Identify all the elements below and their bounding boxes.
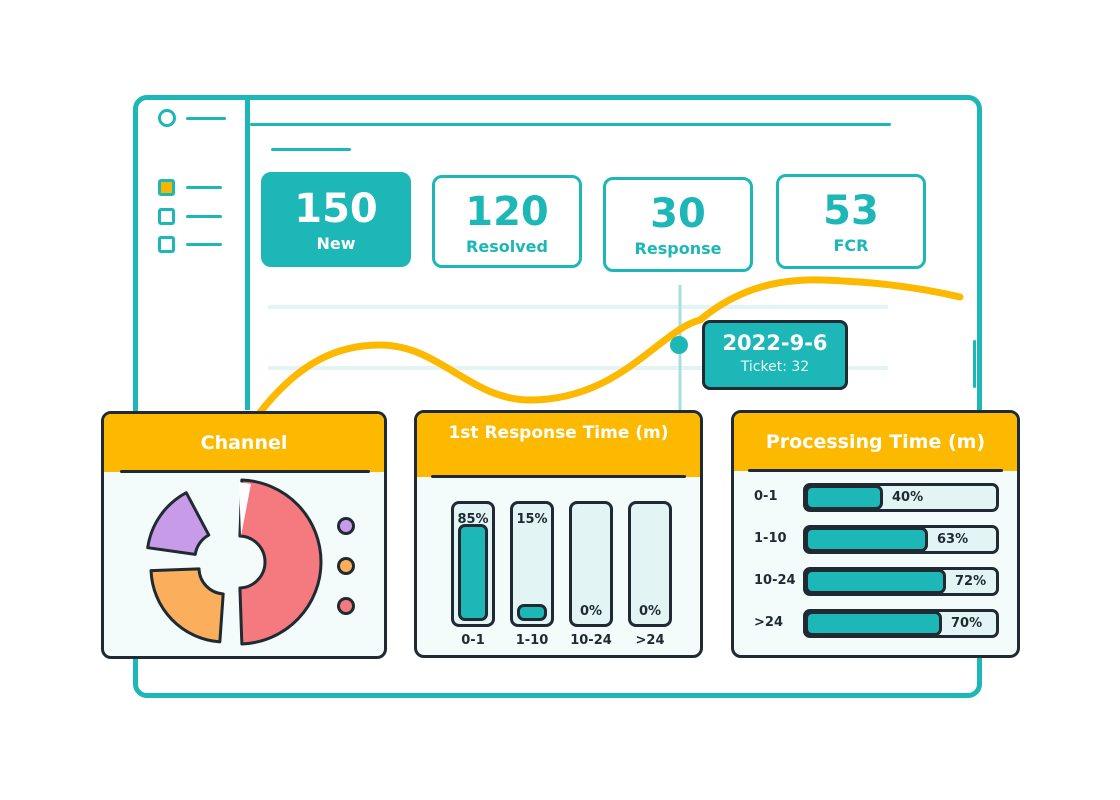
kpi-card-response[interactable]: 30 Response — [603, 177, 753, 272]
trend-line — [254, 276, 964, 419]
kpi-card-resolved[interactable]: 120 Resolved — [432, 175, 582, 268]
channel-title: Channel — [104, 414, 384, 472]
sidebar-item-placeholder — [186, 186, 222, 189]
response-bar-value: 0% — [638, 604, 662, 619]
processing-bar-track: 70% — [803, 609, 999, 638]
processing-bar — [805, 485, 883, 510]
processing-row-label: >24 — [754, 615, 783, 630]
processing-bar-track: 72% — [803, 567, 999, 596]
page-title-placeholder — [271, 148, 351, 151]
kpi-label: FCR — [833, 236, 869, 255]
response-bar-value: 15% — [516, 512, 548, 527]
donut-slice — [238, 478, 323, 646]
top-bar-line — [250, 123, 891, 126]
kpi-card-new[interactable]: 150 New — [261, 172, 411, 267]
response-bar — [517, 603, 547, 621]
sidebar-checkbox-2[interactable] — [158, 208, 175, 225]
kpi-label: Response — [634, 239, 722, 258]
response-axis-label: 1-10 — [515, 633, 549, 648]
sidebar-item-placeholder — [186, 243, 222, 246]
chart-tooltip: 2022-9-6 Ticket: 32 — [702, 320, 848, 390]
first-response-title: 1st Response Time (m) — [417, 413, 700, 477]
response-axis-label: 10-24 — [570, 633, 612, 648]
legend-dot-red — [337, 597, 355, 615]
donut-slice — [149, 567, 225, 644]
response-bar-track: 0% — [628, 501, 672, 627]
panel-header-rule — [120, 470, 370, 473]
processing-title: Processing Time (m) — [734, 413, 1017, 471]
response-bar-track: 0% — [569, 501, 613, 627]
kpi-label: Resolved — [466, 237, 548, 256]
trend-point-marker — [670, 336, 688, 354]
tooltip-date: 2022-9-6 — [722, 331, 828, 355]
response-bar — [458, 524, 488, 621]
sidebar-item-placeholder — [186, 215, 222, 218]
kpi-value: 120 — [465, 189, 549, 235]
donut-highlight — [239, 482, 251, 536]
processing-row-label: 10-24 — [754, 573, 796, 588]
processing-bar-track: 40% — [803, 483, 999, 512]
kpi-card-fcr[interactable]: 53 FCR — [776, 174, 926, 269]
legend-dot-purple — [337, 517, 355, 535]
chart-gridline — [268, 366, 888, 370]
processing-bar-value: 63% — [937, 532, 969, 547]
processing-bar — [805, 569, 946, 594]
processing-bar — [805, 527, 928, 552]
processing-bar-value: 40% — [892, 490, 924, 505]
response-bar-track: 15% — [510, 501, 554, 627]
panel-header-rule — [431, 475, 686, 478]
donut-slice — [146, 491, 211, 556]
window-circle-icon — [158, 109, 176, 127]
processing-row-label: 1-10 — [754, 531, 787, 546]
response-bar-value: 0% — [579, 604, 603, 619]
processing-bar-value: 70% — [951, 616, 983, 631]
processing-row-label: 0-1 — [754, 489, 778, 504]
processing-bar — [805, 611, 942, 636]
response-bar-value: 85% — [457, 512, 489, 527]
first-response-panel: 1st Response Time (m) 85% 0-1 15% 1-10 0% 10-… — [414, 410, 703, 658]
sidebar-checkbox-1[interactable] — [158, 179, 175, 196]
kpi-value: 30 — [650, 191, 706, 237]
processing-bar-value: 72% — [955, 574, 987, 589]
chart-gridline — [268, 305, 888, 309]
response-bar-track: 85% — [451, 501, 495, 627]
kpi-label: New — [316, 234, 356, 253]
legend-dot-orange — [337, 557, 355, 575]
processing-bar-track: 63% — [803, 525, 999, 554]
processing-panel: Processing Time (m) 0-1 40% 1-10 63% 10-24 72… — [731, 410, 1020, 658]
kpi-value: 53 — [823, 188, 879, 234]
scrollbar[interactable] — [973, 340, 976, 388]
kpi-value: 150 — [294, 186, 378, 232]
panel-header-rule — [748, 469, 1003, 472]
sidebar-checkbox-3[interactable] — [158, 236, 175, 253]
tooltip-detail: Ticket: 32 — [740, 359, 810, 375]
channel-panel: Channel — [101, 411, 387, 659]
response-axis-label: >24 — [635, 633, 665, 648]
window-title-placeholder — [186, 117, 226, 120]
sidebar-divider — [245, 100, 250, 410]
response-axis-label: 0-1 — [461, 633, 485, 648]
channel-donut-chart — [146, 478, 323, 646]
